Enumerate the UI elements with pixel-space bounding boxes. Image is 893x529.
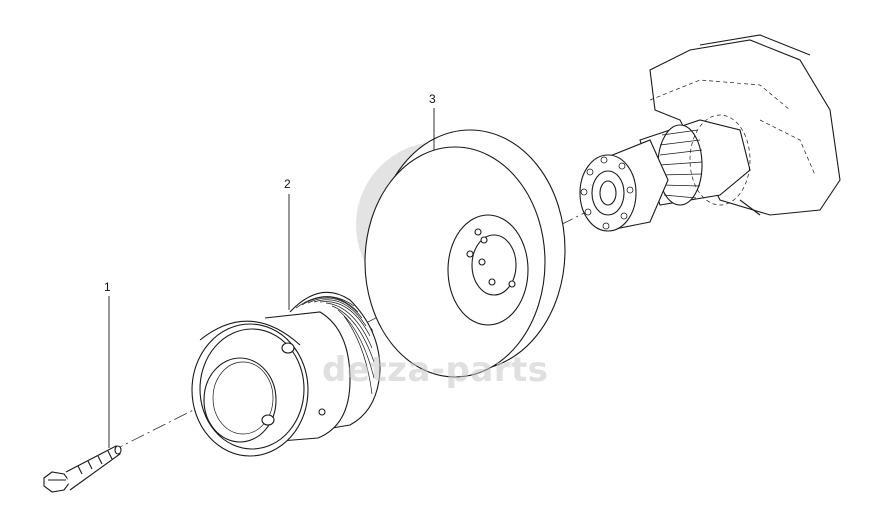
hub-bolt-hole: [580, 188, 588, 196]
callout-2: 2: [284, 177, 291, 191]
hub-bolt-hole: [620, 212, 628, 220]
hub-bolt-hole: [602, 222, 610, 230]
bolt-part: [43, 445, 122, 493]
damper-bolt-hole: [478, 258, 486, 266]
damper-bolt-hole: [480, 236, 488, 244]
damper-bolt-hole: [466, 250, 474, 258]
callout-1: 1: [104, 280, 111, 294]
hub-bolt-hole: [584, 208, 592, 216]
damper-bolt-hole: [508, 280, 516, 288]
crankshaft-part: [579, 34, 841, 232]
pulley-hole: [281, 342, 295, 354]
callout-3: 3: [429, 92, 436, 106]
pulley-hole: [318, 408, 326, 416]
hub-bolt-hole: [618, 162, 626, 170]
pulley-part: [191, 291, 381, 457]
damper-part: [364, 129, 566, 378]
damper-bolt-hole: [474, 228, 482, 236]
watermark-text: detza-parts: [322, 350, 549, 390]
hub-bolt-hole: [586, 168, 594, 176]
damper-bolt-hole: [488, 278, 496, 286]
hub-bolt-hole: [626, 186, 634, 194]
pulley-hole: [261, 414, 275, 426]
hub-bolt-hole: [600, 156, 608, 164]
